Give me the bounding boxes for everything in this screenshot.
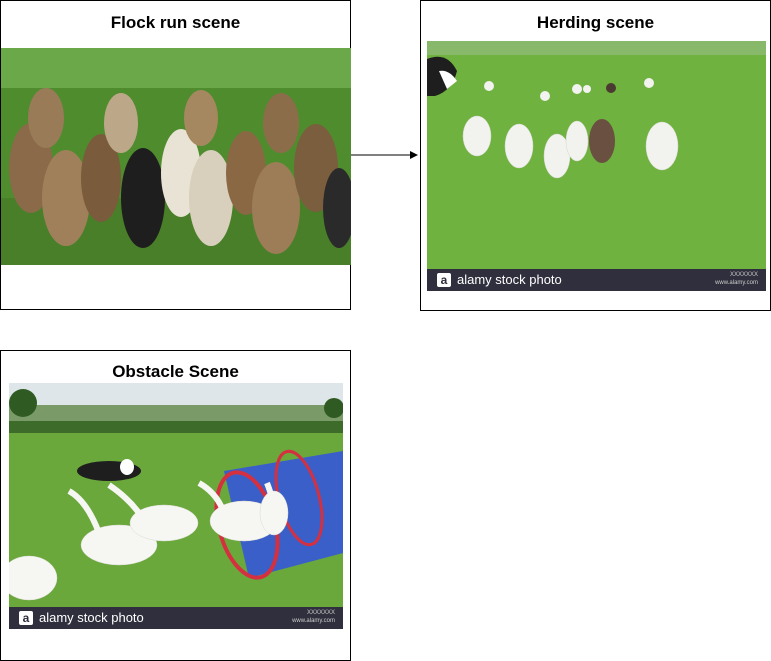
- obstacle-image-id: XXXXXXX www.alamy.com: [292, 609, 335, 625]
- flock-run-scene-title: Flock run scene: [110, 13, 241, 32]
- alamy-logo-icon: a: [437, 273, 451, 287]
- herding-image-id: XXXXXXX www.alamy.com: [715, 271, 758, 287]
- herding-credit: alamy stock photo: [457, 272, 562, 287]
- herding-site-text: www.alamy.com: [715, 280, 758, 286]
- flock-run-scene-box: Flock run scene: [0, 0, 351, 310]
- obstacle-id-text: XXXXXXX: [306, 610, 335, 616]
- alamy-logo-icon: a: [19, 611, 33, 625]
- herding-scene-box: Herding scene a: [420, 0, 771, 311]
- obstacle-site-text: www.alamy.com: [292, 618, 335, 624]
- herding-scene-title: Herding scene: [536, 13, 655, 32]
- herding-id-text: XXXXXXX: [729, 272, 758, 278]
- obstacle-credit: alamy stock photo: [39, 610, 144, 625]
- herding-stock-bar: a alamy stock photo XXXXXXX www.alamy.co…: [427, 269, 766, 291]
- flock-run-photo: [1, 48, 351, 265]
- obstacle-stock-bar: a alamy stock photo XXXXXXX www.alamy.co…: [9, 607, 343, 629]
- herding-photo: a alamy stock photo XXXXXXX www.alamy.co…: [427, 41, 766, 291]
- obstacle-scene-title: Obstacle Scene: [112, 362, 239, 381]
- obstacle-scene-box: Obstacle Scene: [0, 350, 351, 661]
- obstacle-photo: a alamy stock photo XXXXXXX www.alamy.co…: [9, 383, 343, 629]
